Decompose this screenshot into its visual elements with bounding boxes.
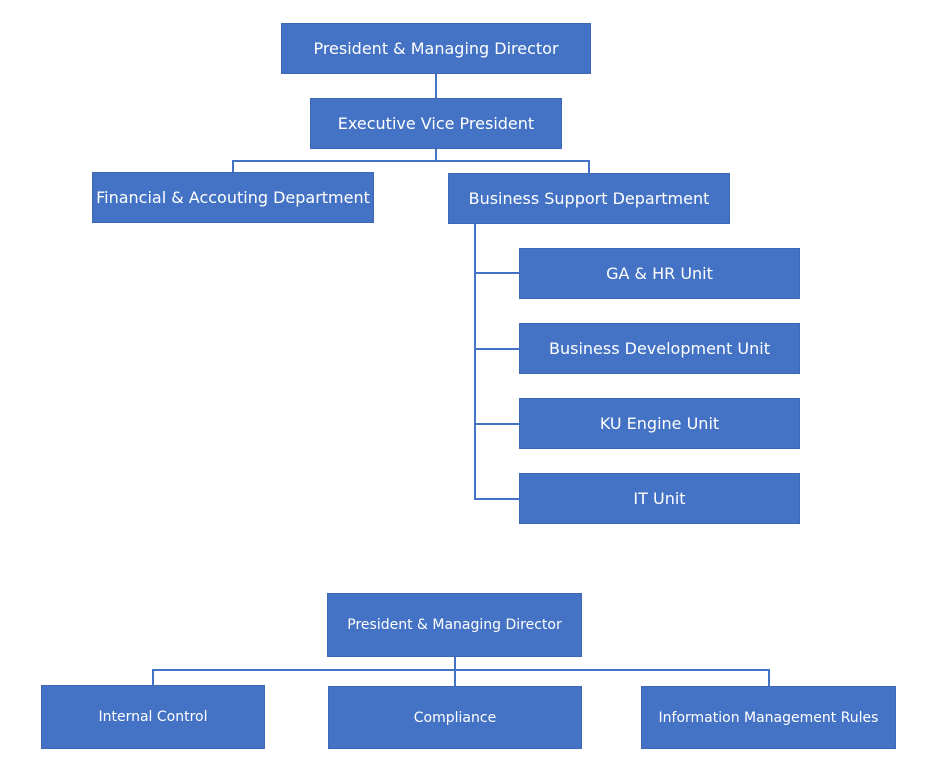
compliance-label: Compliance — [413, 709, 497, 726]
executive-vice-president-label: Executive Vice President — [337, 114, 535, 133]
it-unit-label: IT Unit — [633, 489, 686, 508]
ku-engine-unit-label: KU Engine Unit — [599, 414, 720, 433]
it-unit-box: IT Unit — [519, 473, 800, 524]
ga-hr-unit-label: GA & HR Unit — [606, 264, 713, 283]
internal-control-box: Internal Control — [41, 685, 265, 749]
ga-hr-unit-box: GA & HR Unit — [519, 248, 800, 299]
compliance-box: Compliance — [328, 686, 582, 749]
financial-accounting-department-box: Financial & Accouting Department — [92, 172, 374, 223]
business-development-unit-label: Business Development Unit — [548, 339, 770, 358]
executive-vice-president-box: Executive Vice President — [310, 98, 562, 149]
business-support-department-label: Business Support Department — [468, 189, 710, 208]
information-management-rules-label: Information Management Rules — [658, 709, 879, 726]
business-development-unit-box: Business Development Unit — [519, 323, 800, 374]
lower-president-managing-director-box: President & Managing Director — [327, 593, 582, 657]
president-managing-director-label: President & Managing Director — [313, 39, 559, 58]
financial-accounting-department-label: Financial & Accouting Department — [96, 188, 370, 207]
president-managing-director-box: President & Managing Director — [281, 23, 591, 74]
ku-engine-unit-box: KU Engine Unit — [519, 398, 800, 449]
information-management-rules-box: Information Management Rules — [641, 686, 896, 749]
business-support-department-box: Business Support Department — [448, 173, 730, 224]
lower-president-managing-director-label: President & Managing Director — [347, 617, 562, 633]
internal-control-label: Internal Control — [98, 709, 208, 725]
